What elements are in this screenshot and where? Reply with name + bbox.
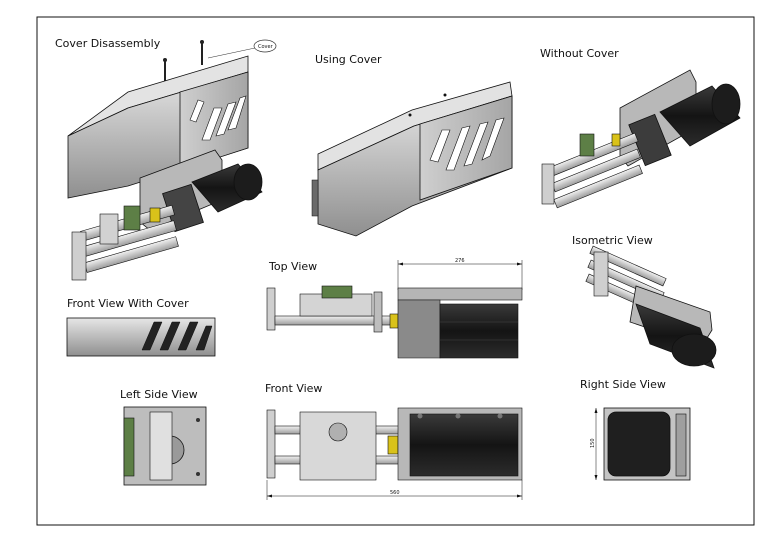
pump-head — [71, 204, 179, 281]
front-view: Front View 560 — [265, 382, 523, 500]
dim-right-height: 150 — [590, 438, 596, 448]
using-cover-label: Using Cover — [315, 53, 382, 66]
tv-bracket — [397, 287, 523, 301]
fv-motor-body — [409, 413, 519, 477]
isometric-view-label: Isometric View — [572, 234, 653, 247]
front-view-with-cover-label: Front View With Cover — [67, 297, 189, 310]
fv-pump-block — [299, 411, 377, 481]
front-view-label: Front View — [265, 382, 322, 395]
without-cover-view: Without Cover — [540, 47, 741, 209]
top-view: Top View 276 — [266, 258, 523, 359]
using-cover-view: Using Cover — [311, 53, 513, 237]
left-side-view-label: Left Side View — [120, 388, 198, 401]
sheet-border — [36, 16, 755, 526]
covered-end-face — [419, 95, 513, 201]
without-cover-label: Without Cover — [540, 47, 619, 60]
right-side-view-label: Right Side View — [580, 378, 666, 391]
cover-disassembly-label: Cover Disassembly — [55, 37, 161, 50]
cover-callout-label: Cover — [258, 44, 274, 50]
tv-motor-body — [439, 303, 519, 359]
top-view-label: Top View — [268, 260, 317, 273]
left-side-view: Left Side View — [120, 388, 207, 486]
front-view-with-cover: Front View With Cover — [66, 297, 216, 357]
dim-top-width: 276 — [455, 258, 465, 264]
cover-callout-bubble — [253, 39, 277, 53]
right-side-view: Right Side View 150 — [580, 378, 691, 481]
rsv-motor-face — [607, 411, 671, 477]
cover-disassembly-view: Cover Disassembly Cover — [55, 37, 277, 281]
dim-overall-length: 560 — [390, 490, 400, 496]
isometric-view: Isometric View — [572, 234, 717, 369]
tv-end-plate — [266, 287, 276, 331]
wc-pump-head — [541, 132, 643, 209]
